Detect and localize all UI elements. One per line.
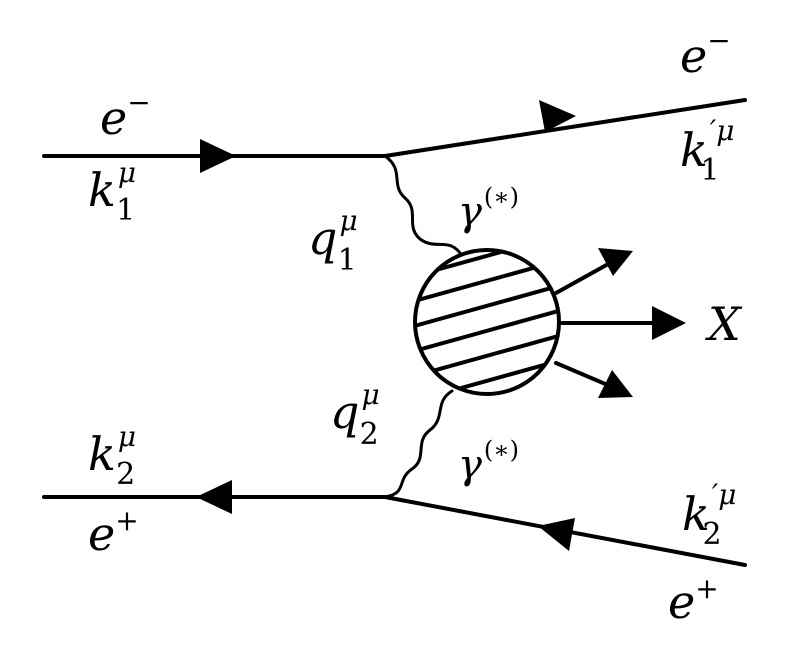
x-lower-line bbox=[554, 361, 612, 388]
incoming-positron-arrow bbox=[196, 480, 232, 514]
label-e-minus-out: e− bbox=[680, 24, 731, 83]
label-gamma-top: γ(∗) bbox=[458, 183, 519, 235]
label-e-minus-in: e− bbox=[100, 86, 151, 145]
incoming-electron-arrow bbox=[200, 139, 236, 173]
outgoing-electron-line bbox=[383, 98, 747, 158]
photon-2-line bbox=[383, 389, 454, 499]
label-gamma-bottom: γ(∗) bbox=[458, 436, 519, 488]
x-upper-arrow bbox=[598, 248, 633, 276]
label-e-plus-in: e+ bbox=[88, 504, 139, 561]
label-x: X bbox=[705, 297, 743, 351]
outgoing-positron-arrow bbox=[538, 518, 575, 551]
photon-1-line bbox=[383, 154, 464, 258]
interaction-blob bbox=[413, 248, 561, 396]
x-lower-arrow bbox=[598, 370, 633, 398]
outgoing-electron-arrow bbox=[539, 100, 576, 132]
x-upper-line bbox=[554, 261, 612, 295]
x-middle-arrow bbox=[652, 306, 686, 340]
label-e-plus-out: e+ bbox=[668, 572, 719, 629]
